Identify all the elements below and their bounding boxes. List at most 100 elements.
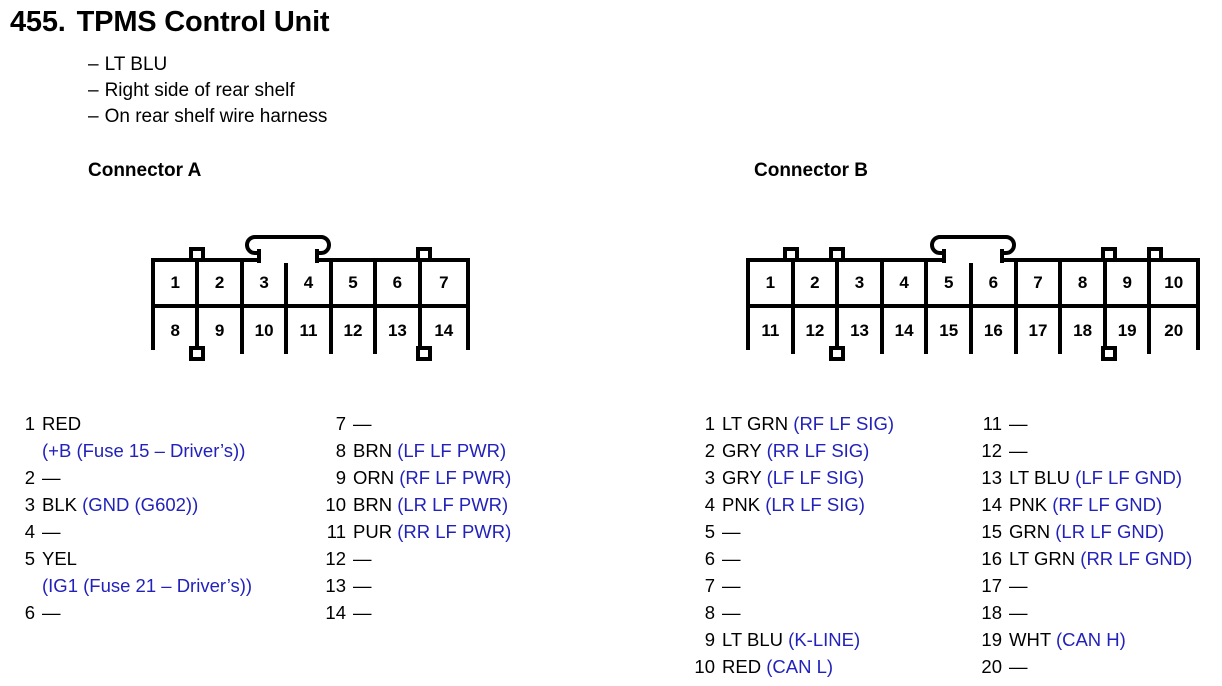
pin-cell: 6	[973, 262, 1018, 304]
connector-locking-tab	[1101, 346, 1118, 361]
signal-name: (RR LF PWR)	[397, 521, 512, 542]
connector-locking-tab	[416, 247, 433, 262]
pin-description: LT GRN (RR LF GND)	[1009, 545, 1192, 572]
pin-cell: 5	[928, 262, 974, 304]
wire-color-code: —	[1009, 602, 1028, 623]
pin-cell: 9	[199, 308, 244, 354]
pin-description: —	[1009, 653, 1028, 680]
pin-number: 10	[325, 494, 346, 515]
pin-number: 14	[981, 494, 1002, 515]
wire-color-code: —	[353, 575, 372, 596]
subtitle-line: –LT BLU	[88, 52, 327, 78]
pin-cell: 9	[1106, 262, 1152, 304]
pin-list-entry: 5—	[689, 518, 894, 545]
pin-number: 15	[981, 521, 1002, 542]
pin-number: 9	[335, 467, 346, 488]
pin-list-entry: 18—	[976, 599, 1192, 626]
pin-cell: 11	[750, 308, 795, 354]
wire-color-code: ORN	[353, 467, 395, 488]
wire-color-code: —	[42, 602, 61, 623]
wire-color-code: LT BLU	[722, 629, 784, 650]
connector-locking-tab	[416, 346, 433, 361]
pin-description: GRN (LR LF GND)	[1009, 518, 1164, 545]
wire-color-code: —	[42, 467, 61, 488]
pin-list-entry: 2 GRY (RR LF SIG)	[689, 437, 894, 464]
pin-cell: 8	[155, 308, 200, 354]
pin-cell: 18	[1062, 308, 1107, 354]
pin-description: —	[353, 545, 372, 572]
pin-list-entry: 8—	[689, 599, 894, 626]
pin-number: 8	[335, 440, 346, 461]
wire-color-code: LT GRN	[1009, 548, 1076, 569]
pin-description: —	[1009, 437, 1028, 464]
pin-description: —	[722, 545, 741, 572]
pin-list-entry: 15 GRN (LR LF GND)	[976, 518, 1192, 545]
latch-mask	[946, 247, 1000, 257]
pin-cell: 5	[332, 262, 378, 304]
pin-list-entry: 17—	[976, 572, 1192, 599]
pin-list-entry: 7—	[689, 572, 894, 599]
pin-number: 9	[704, 629, 715, 650]
pin-number: 4	[24, 521, 35, 542]
pin-list-entry: 3 GRY (LF LF SIG)	[689, 464, 894, 491]
signal-name: (RF LF GND)	[1052, 494, 1163, 515]
signal-name: (LF LF PWR)	[397, 440, 507, 461]
pin-number: 16	[981, 548, 1002, 569]
dash-glyph: –	[88, 80, 99, 101]
dash-glyph: –	[88, 54, 99, 75]
connector-latch	[244, 235, 331, 263]
page-title: 455.TPMS Control Unit	[10, 6, 330, 39]
pin-cell: 16	[973, 308, 1018, 354]
pin-description: —	[1009, 410, 1028, 437]
pin-list-entry: 1 LT GRN (RF LF SIG)	[689, 410, 894, 437]
pin-description: WHT (CAN H)	[1009, 626, 1126, 653]
pin-cell: 17	[1017, 308, 1063, 354]
pin-cell: 4	[883, 262, 929, 304]
pin-cell: 8	[1062, 262, 1107, 304]
page-title-number: 455.	[10, 6, 66, 38]
pin-list-entry: 12—	[976, 437, 1192, 464]
pin-description: —	[722, 572, 741, 599]
pin-cell: 2	[199, 262, 244, 304]
wire-color-code: —	[722, 575, 741, 596]
wire-color-code: GRY	[722, 467, 762, 488]
pin-list-entry: 14—	[320, 599, 511, 626]
pin-number: 3	[704, 467, 715, 488]
pin-number: 8	[704, 602, 715, 623]
wire-color-code: RED	[42, 413, 82, 434]
signal-name: (RR LF SIG)	[766, 440, 870, 461]
pin-description: —	[42, 599, 61, 626]
pin-description: GRY (LF LF SIG)	[722, 464, 864, 491]
pin-description: PUR (RR LF PWR)	[353, 518, 511, 545]
pin-cell: 3	[243, 262, 289, 304]
pin-number: 2	[704, 440, 715, 461]
pin-list-entry: 13 —	[320, 572, 511, 599]
subtitle-line: –Right side of rear shelf	[88, 78, 327, 104]
pin-number: 6	[24, 602, 35, 623]
pin-cell: 20	[1151, 308, 1197, 354]
pin-number: 1	[704, 413, 715, 434]
pin-number: 1	[24, 413, 35, 434]
pin-description: —	[353, 410, 372, 437]
pin-number: 13	[981, 467, 1002, 488]
pin-number: 17	[981, 575, 1002, 596]
subtitle-text: Right side of rear shelf	[104, 80, 295, 101]
connector-locking-tab	[188, 247, 205, 262]
pin-description: GRY (RR LF SIG)	[722, 437, 869, 464]
pin-number: 13	[325, 575, 346, 596]
pin-list-entry: 4—	[22, 518, 252, 545]
pin-description: LT GRN (RF LF SIG)	[722, 410, 894, 437]
